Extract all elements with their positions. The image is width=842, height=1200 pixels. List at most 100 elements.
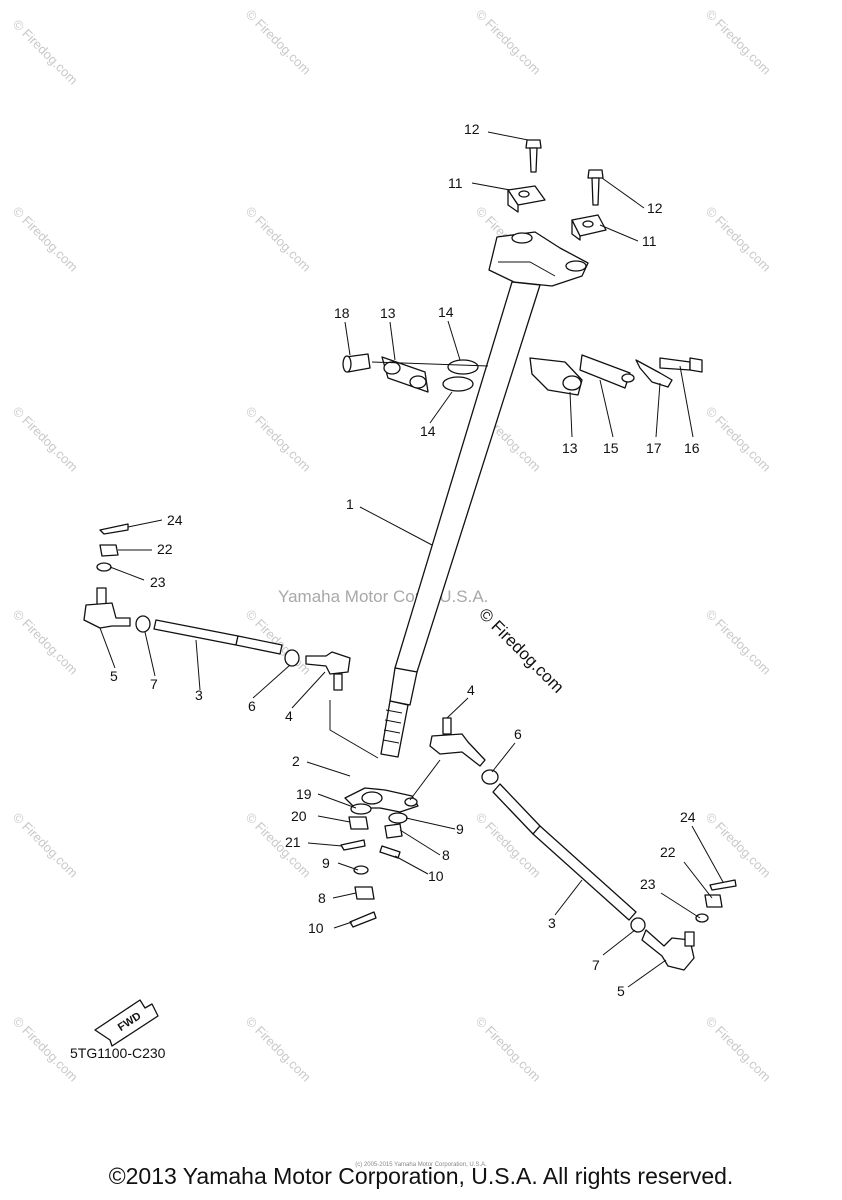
callout-16: 16 xyxy=(684,440,700,456)
callout-8: 8 xyxy=(318,890,326,906)
cotter-pin-24-right xyxy=(709,879,737,891)
watermark: © Firedog.com xyxy=(703,7,774,78)
watermark: © Firedog.com xyxy=(703,404,774,475)
callout-24: 24 xyxy=(167,512,183,528)
watermark: © Firedog.com xyxy=(243,204,314,275)
steering-shaft xyxy=(380,231,589,758)
callout-9: 9 xyxy=(322,855,330,871)
callout-3: 3 xyxy=(195,687,203,703)
handlebar-holder-right xyxy=(571,214,607,241)
bushing-13-right xyxy=(529,357,583,396)
callouts: 12 11 12 11 18 13 14 14 13 15 17 16 1 24… xyxy=(110,121,700,999)
cotter-pin-24-left xyxy=(99,523,129,535)
center-watermark: Yamaha Motor Corp. U.S.A. xyxy=(278,587,488,606)
callout-11: 11 xyxy=(642,233,657,249)
callout-15: 15 xyxy=(603,440,619,456)
callout-7: 7 xyxy=(150,676,158,692)
callout-4: 4 xyxy=(467,682,475,698)
bushing-13-left xyxy=(381,356,429,393)
bolt-16 xyxy=(659,357,703,373)
watermark: © Firedog.com xyxy=(703,607,774,678)
callout-6: 6 xyxy=(514,726,522,742)
cotter-pin-10-left xyxy=(349,911,377,928)
nut-20 xyxy=(348,816,369,830)
callout-19: 19 xyxy=(296,786,312,802)
fwd-arrow: FWD xyxy=(94,999,159,1047)
callout-5: 5 xyxy=(110,668,118,684)
locknut-6-left xyxy=(284,649,300,667)
callout-13: 13 xyxy=(562,440,578,456)
leader-lines xyxy=(99,131,724,988)
callout-18: 18 xyxy=(334,305,350,321)
lock-washer-17 xyxy=(635,359,673,388)
watermark: © Firedog.com xyxy=(703,1014,774,1085)
callout-14: 14 xyxy=(438,304,454,320)
callout-10: 10 xyxy=(308,920,324,936)
watermark: © Firedog.com xyxy=(243,1014,314,1085)
callout-5: 5 xyxy=(617,983,625,999)
watermark: © Firedog.com xyxy=(703,204,774,275)
nut-8-right xyxy=(384,823,403,839)
callout-21: 21 xyxy=(285,834,301,850)
nut-22-right xyxy=(704,894,723,908)
center-firedog: © Firedog.com xyxy=(475,604,567,696)
nut-22-left xyxy=(99,544,119,557)
callout-22: 22 xyxy=(157,541,173,557)
handlebar-holder-left xyxy=(507,185,546,213)
washer-23-right xyxy=(695,913,709,923)
nut-8-left xyxy=(354,886,375,900)
locknut-7-left xyxy=(135,615,151,633)
callout-20: 20 xyxy=(291,808,307,824)
cotter-pin-10-right xyxy=(379,845,401,859)
locknut-7-right xyxy=(630,917,646,933)
washer-23-left xyxy=(96,562,112,572)
washer-9-right xyxy=(388,812,408,824)
washer-19 xyxy=(350,803,372,815)
callout-14: 14 xyxy=(420,423,436,439)
callout-22: 22 xyxy=(660,844,676,860)
callout-7: 7 xyxy=(592,957,600,973)
watermark: © Firedog.com xyxy=(10,810,81,881)
tie-rod-end-5-left xyxy=(83,587,131,629)
callout-23: 23 xyxy=(640,876,656,892)
callout-24: 24 xyxy=(680,809,696,825)
callout-8: 8 xyxy=(442,847,450,863)
callout-23: 23 xyxy=(150,574,166,590)
watermark: © Firedog.com xyxy=(10,404,81,475)
watermark: © Firedog.com xyxy=(703,810,774,881)
callout-1: 1 xyxy=(346,496,354,512)
callout-10: 10 xyxy=(428,868,444,884)
tie-rod-end-4-left xyxy=(305,651,351,691)
bolt-12-left xyxy=(525,139,542,173)
copyright-text: ©2013 Yamaha Motor Corporation, U.S.A. A… xyxy=(108,1163,734,1189)
plate-15 xyxy=(579,354,635,389)
tie-rod-end-5-right xyxy=(641,929,695,971)
watermark: © Firedog.com xyxy=(10,17,81,88)
tie-rod-3-left xyxy=(153,619,283,655)
callout-3: 3 xyxy=(548,915,556,931)
callout-9: 9 xyxy=(456,821,464,837)
callout-2: 2 xyxy=(292,753,300,769)
tie-rod-end-4-right xyxy=(429,717,486,767)
plate-14 xyxy=(442,359,479,392)
callout-17: 17 xyxy=(646,440,662,456)
watermark-grid: © Firedog.com © Firedog.com © Firedog.co… xyxy=(10,7,774,1085)
watermark: © Firedog.com xyxy=(243,404,314,475)
collar-18 xyxy=(342,353,371,373)
watermark: © Firedog.com xyxy=(243,7,314,78)
small-notice: (c) 2005-2015 Yamaha Motor Corporation, … xyxy=(355,1162,487,1168)
washer-9-left xyxy=(353,865,369,875)
diagram-code: 5TG1100-C230 xyxy=(70,1045,166,1061)
callout-11: 11 xyxy=(448,175,463,191)
cotter-pin-21 xyxy=(340,839,366,851)
callout-12: 12 xyxy=(647,200,663,216)
watermark: © Firedog.com xyxy=(10,204,81,275)
callout-13: 13 xyxy=(380,305,396,321)
tie-rod-3-right xyxy=(492,783,637,921)
callout-6: 6 xyxy=(248,698,256,714)
callout-12: 12 xyxy=(464,121,480,137)
watermark: © Firedog.com xyxy=(473,1014,544,1085)
watermark: © Firedog.com xyxy=(10,607,81,678)
bolt-12-right xyxy=(587,169,604,206)
